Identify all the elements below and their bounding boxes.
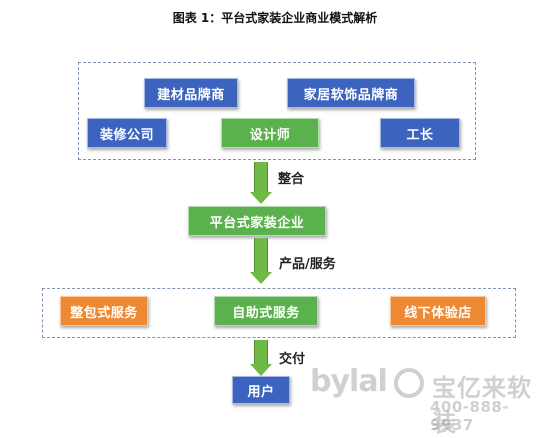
figure-title: 图表 1：平台式家装企业商业模式解析 (172, 11, 378, 25)
watermark-brand: bylal (310, 364, 388, 399)
watermark-phone: 400-888-9937 (430, 398, 510, 434)
self-service-box: 自助式服务 (214, 296, 318, 326)
platform-company-box: 平台式家装企业 (188, 206, 326, 236)
full-package-service-box: 整包式服务 (60, 296, 148, 326)
watermark-logo-icon (394, 368, 424, 398)
watermark: bylal 宝亿来软装 400-888-9937 (310, 364, 546, 437)
service-modes-group (42, 288, 516, 338)
participants-group (78, 62, 476, 160)
product-service-label: 产品/服务 (279, 257, 336, 272)
home-furnishing-brand-box: 家居软饰品牌商 (287, 78, 415, 108)
foreman-box: 工长 (380, 118, 460, 148)
product-service-arrow (250, 238, 272, 284)
deliver-arrow (250, 340, 272, 376)
decoration-company-box: 装修公司 (87, 118, 167, 148)
user-box: 用户 (232, 376, 290, 404)
integrate-arrow (250, 162, 272, 204)
offline-store-box: 线下体验店 (390, 296, 486, 326)
deliver-label: 交付 (279, 352, 306, 367)
integrate-label: 整合 (278, 172, 305, 187)
building-materials-brand-box: 建材品牌商 (144, 78, 238, 108)
designer-box: 设计师 (221, 118, 319, 148)
